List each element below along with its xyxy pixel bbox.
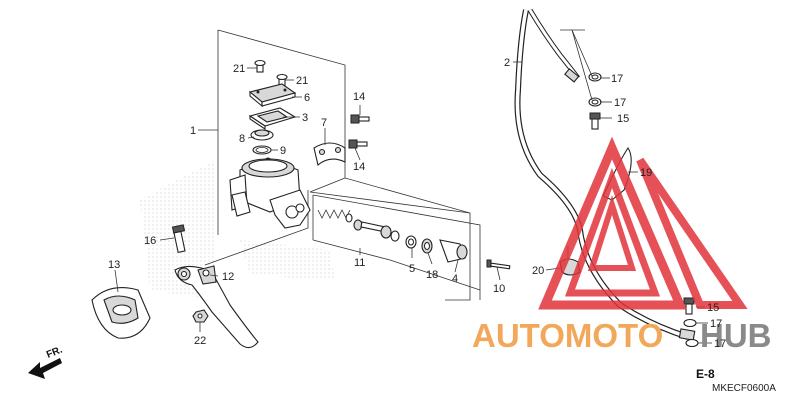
bolt-14-lower <box>348 139 368 149</box>
front-label: FR. <box>45 344 64 360</box>
watermark-logo <box>538 136 748 310</box>
bolt-14-upper <box>350 114 370 124</box>
callout-10: 10 <box>493 283 505 295</box>
nut-22 <box>192 309 209 323</box>
master-cylinder-body <box>229 157 311 229</box>
oring-9 <box>252 145 272 155</box>
callout-12: 12 <box>222 271 234 283</box>
lever-boot <box>91 287 151 339</box>
callout-14b: 14 <box>353 161 365 173</box>
callout-labels: 1 2 3 4 5 6 7 8 9 10 11 12 13 14 14 15 1… <box>108 57 726 350</box>
callout-14a: 14 <box>353 91 365 103</box>
watermark-text-gray: HUB <box>700 317 772 354</box>
clamp <box>313 142 346 166</box>
callout-13: 13 <box>108 259 120 271</box>
callout-4: 4 <box>452 273 458 285</box>
plate <box>248 107 297 131</box>
callout-9: 9 <box>280 145 286 157</box>
callout-6: 6 <box>304 92 310 104</box>
pin-10 <box>486 259 511 270</box>
callout-21a: 21 <box>233 63 245 75</box>
callout-22: 22 <box>194 335 206 347</box>
callout-2: 2 <box>504 57 510 69</box>
callout-7: 7 <box>321 117 327 129</box>
callout-15a: 15 <box>617 113 629 125</box>
callout-17c: 17 <box>710 318 722 330</box>
leader-lines <box>114 29 712 344</box>
watermark-text-orange: AUTOMOTO <box>472 317 663 354</box>
piston-kit <box>312 194 481 300</box>
screw-21-left <box>254 59 266 73</box>
reservoir-parts <box>248 59 297 155</box>
callout-17a: 17 <box>611 73 623 85</box>
clutch-lever <box>174 265 259 349</box>
callout-1: 1 <box>190 125 196 137</box>
callout-3: 3 <box>302 112 308 124</box>
upper-banjo-hardware <box>588 72 602 130</box>
assembly-outline <box>204 29 471 301</box>
diaphragm <box>250 129 274 141</box>
callout-17d: 17 <box>714 338 726 350</box>
diagram-code: MKECF0600A <box>712 383 776 394</box>
front-arrow <box>28 358 62 379</box>
bolt-16 <box>171 224 186 254</box>
callout-19: 19 <box>640 167 652 179</box>
callout-15b: 15 <box>707 302 719 314</box>
callout-21b: 21 <box>296 75 308 87</box>
callout-17b: 17 <box>614 97 626 109</box>
reference-code: E-8 <box>696 367 715 381</box>
callout-16: 16 <box>144 235 156 247</box>
screw-21-right <box>276 73 288 87</box>
callout-20: 20 <box>532 265 544 277</box>
callout-11: 11 <box>354 257 365 269</box>
reservoir-cap <box>248 83 297 108</box>
callout-18: 18 <box>426 269 438 281</box>
callout-8: 8 <box>239 133 245 145</box>
callout-5: 5 <box>409 263 415 275</box>
